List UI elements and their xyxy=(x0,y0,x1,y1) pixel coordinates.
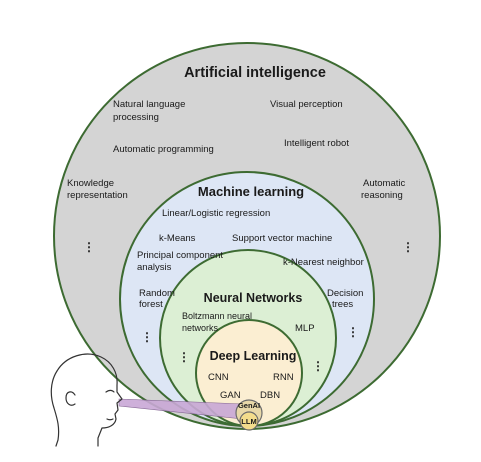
label-svm: Support vector machine xyxy=(232,233,332,244)
label-rf-line1: Random xyxy=(139,288,175,299)
dl-title: Deep Learning xyxy=(210,349,297,363)
ml-ellipsis-left: ⋮ xyxy=(141,330,153,344)
label-rf-line2: forest xyxy=(139,299,163,310)
label-nlp-line2: processing xyxy=(113,112,159,123)
label-kmeans: k-Means xyxy=(159,233,196,244)
label-mlp: MLP xyxy=(295,323,315,334)
label-knowledge-line1: Knowledge xyxy=(67,178,114,189)
llm-label: LLM xyxy=(241,417,256,426)
genai-label: GenAI xyxy=(238,401,260,410)
ml-ellipsis-right: ⋮ xyxy=(347,325,359,339)
ml-title: Machine learning xyxy=(198,184,304,199)
label-reasoning-line1: Automatic xyxy=(363,178,405,189)
label-intelligent-robot: Intelligent robot xyxy=(284,138,349,149)
ai-ellipsis-right: ⋮ xyxy=(402,240,414,254)
label-boltzmann-line1: Boltzmann neural xyxy=(182,311,252,321)
label-gan: GAN xyxy=(220,390,241,401)
label-nlp-line1: Natural language xyxy=(113,99,185,110)
label-dt-line2: trees xyxy=(332,299,353,310)
label-knn: k-Nearest neighbor xyxy=(283,257,364,268)
ai-title: Artificial intelligence xyxy=(184,65,326,81)
label-linear-logistic: Linear/Logistic regression xyxy=(162,208,270,219)
label-visual-perception: Visual perception xyxy=(270,99,343,110)
nn-ellipsis-left: ⋮ xyxy=(178,350,190,364)
label-boltzmann-line2: networks xyxy=(182,323,219,333)
label-dt-line1: Decision xyxy=(327,288,363,299)
label-reasoning-line2: reasoning xyxy=(361,190,403,201)
label-cnn: CNN xyxy=(208,372,229,383)
label-knowledge-line2: representation xyxy=(67,190,128,201)
label-pca-line1: Principal component xyxy=(137,250,223,261)
human-head-icon xyxy=(50,353,123,447)
nn-ellipsis-right: ⋮ xyxy=(312,359,324,373)
llm-circle xyxy=(239,411,259,431)
ai-ellipsis-left: ⋮ xyxy=(83,240,95,254)
label-dbn: DBN xyxy=(260,390,280,401)
label-rnn: RNN xyxy=(273,372,294,383)
nn-title: Neural Networks xyxy=(204,291,303,305)
label-automatic-programming: Automatic programming xyxy=(113,144,214,155)
label-pca-line2: analysis xyxy=(137,262,172,273)
